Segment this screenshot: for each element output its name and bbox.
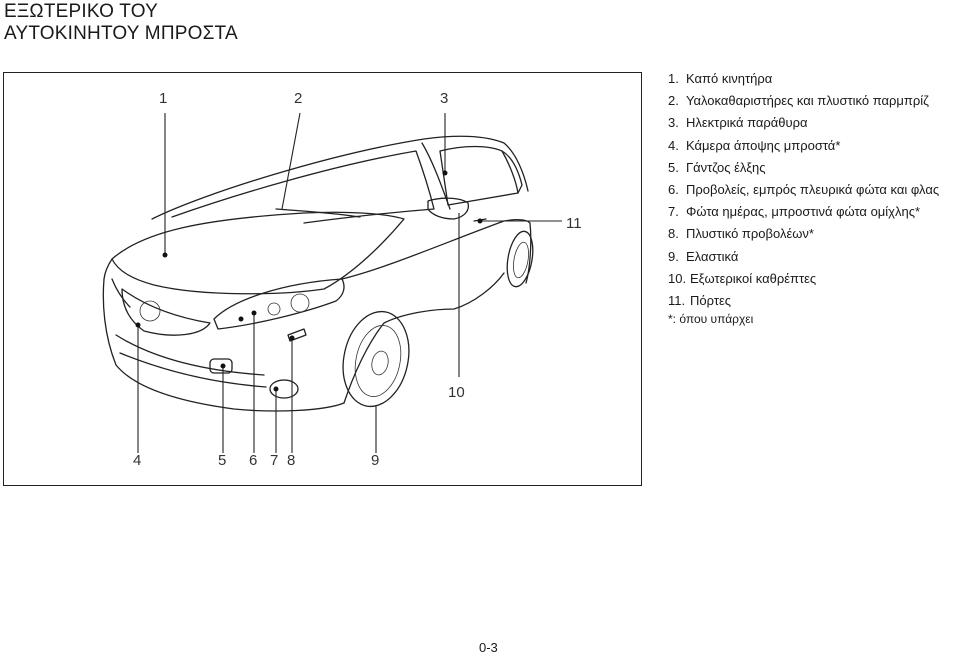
legend-item: 1.Καπό κινητήρα [668, 71, 773, 86]
footnote: *: όπου υπάρχει [668, 312, 754, 326]
legend-item: 9.Ελαστικά [668, 248, 739, 264]
callout-2: 2 [294, 90, 302, 107]
car-illustration: 1 2 3 4 5 6 7 8 9 10 11 [102, 90, 582, 469]
callout-9: 9 [371, 452, 379, 469]
leader-lines [137, 112, 562, 453]
callout-5: 5 [218, 452, 226, 469]
page-title-line-1: ΕΞΩΤΕΡΙΚΟ ΤΟΥ [4, 1, 158, 22]
legend-item: 8.Πλυστικό προβολέων* [668, 226, 814, 242]
legend-item: 4.Κάμερα άποψης μπροστά* [668, 137, 841, 153]
leader-dots [135, 170, 483, 392]
page-number: 0-3 [479, 640, 498, 655]
callout-8: 8 [287, 452, 295, 469]
legend-item: 5.Γάντζος έλξης [668, 159, 766, 175]
page-title-line-2: ΑΥΤΟΚΙΝΗΤΟΥ ΜΠΡΟΣΤΑ [4, 23, 238, 44]
legend-item: 11.Πόρτες [668, 293, 732, 309]
callout-3: 3 [440, 90, 448, 107]
parts-legend: 1.Καπό κινητήρα 2.Υαλοκαθαριστήρες και π… [668, 68, 939, 312]
legend-item: 2.Υαλοκαθαριστήρες και πλυστικό παρμπρίζ [668, 93, 929, 109]
callout-4: 4 [133, 452, 141, 469]
legend-item: 10.Εξωτερικοί καθρέπτες [668, 270, 817, 286]
car-exterior-figure: 1 2 3 4 5 6 7 8 9 10 11 [3, 72, 642, 486]
car-drawing [102, 135, 534, 412]
legend-item: 3.Ηλεκτρικά παράθυρα [668, 115, 808, 131]
callout-7: 7 [270, 452, 278, 469]
callout-10: 10 [448, 384, 465, 401]
callout-11: 11 [566, 215, 582, 232]
legend-item: 7.Φώτα ημέρας, μπροστινά φώτα ομίχλης* [668, 204, 921, 220]
callout-1: 1 [159, 90, 167, 107]
page-title: ΕΞΩΤΕΡΙΚΟ ΤΟΥ ΑΥΤΟΚΙΝΗΤΟΥ ΜΠΡΟΣΤΑ [4, 1, 238, 45]
callout-6: 6 [249, 452, 257, 469]
legend-item: 6.Προβολείς, εμπρός πλευρικά φώτα και φλ… [668, 182, 940, 198]
